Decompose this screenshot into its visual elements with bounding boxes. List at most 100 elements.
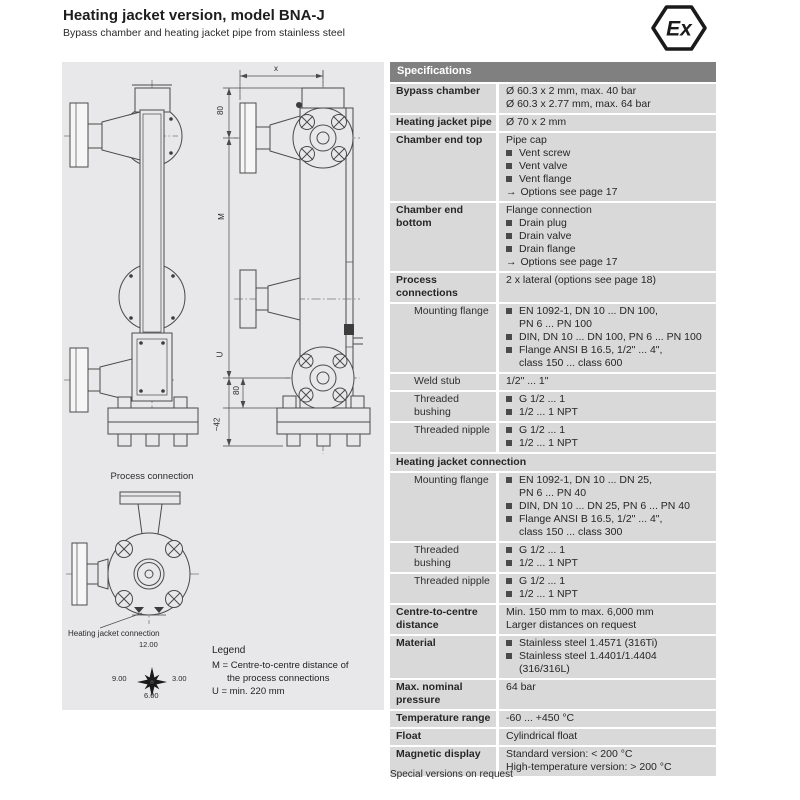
spec-value-line: 2 x lateral (options see page 18) xyxy=(506,274,712,287)
legend-line-m2: the process connections xyxy=(227,673,330,684)
dim-80-top-label: 80 xyxy=(215,106,225,115)
spec-value-line: Drain plug xyxy=(506,217,712,230)
clock-9-label: 9.00 xyxy=(112,674,127,683)
value-text: (316/316L) xyxy=(519,663,570,675)
value-text: Standard version: < 200 °C xyxy=(506,748,633,760)
bullet-icon xyxy=(506,176,512,182)
spec-value-line: Standard version: < 200 °C xyxy=(506,748,712,761)
value-text: Drain valve xyxy=(519,230,572,242)
spec-value-line: DIN, DN 10 ... DN 100, PN 6 ... PN 100 xyxy=(506,331,712,344)
value-text: PN 6 ... PN 40 xyxy=(519,487,587,499)
value-text: Ø 60.3 x 2 mm, max. 40 bar xyxy=(506,85,637,97)
spec-section-label: Heating jacket connection xyxy=(390,454,716,471)
spec-row-label: Float xyxy=(390,729,496,745)
dim-x-label: x xyxy=(274,64,278,73)
value-text: Vent screw xyxy=(519,147,571,159)
value-text: G 1/2 ... 1 xyxy=(519,393,566,405)
spec-value-line: (316/316L) xyxy=(506,663,712,676)
top-view-drawing xyxy=(66,491,200,629)
value-text: Pipe cap xyxy=(506,134,547,146)
value-text: Flange ANSI B 16.5, 1/2" ... 4", xyxy=(519,344,663,356)
value-text: Vent valve xyxy=(519,160,568,172)
value-text: Options see page 17 xyxy=(520,186,618,198)
drawing-panel: x 80 M U 80 ~42 Process connection Heati… xyxy=(62,62,384,710)
spec-row-label: Chamber end top xyxy=(390,133,496,201)
clock-12-label: 12.00 xyxy=(139,640,158,649)
value-text: EN 1092-1, DN 10 ... DN 25, xyxy=(519,474,653,486)
legend-line-u: U = min. 220 mm xyxy=(212,686,285,697)
value-text: 2 x lateral (options see page 18) xyxy=(506,274,657,286)
spec-value-line: class 150 ... class 300 xyxy=(506,526,712,539)
bullet-icon xyxy=(506,440,512,446)
spec-value-line: Flange ANSI B 16.5, 1/2" ... 4", xyxy=(506,513,712,526)
value-text: -60 ... +450 °C xyxy=(506,712,575,724)
heating-jacket-connection-label: Heating jacket connection xyxy=(68,629,160,638)
spec-value-line: DIN, DN 10 ... DN 25, PN 6 ... PN 40 xyxy=(506,500,712,513)
bullet-icon xyxy=(506,547,512,553)
value-text: PN 6 ... PN 100 xyxy=(519,318,592,330)
value-text: Stainless steel 1.4571 (316Ti) xyxy=(519,637,658,649)
spec-value-line: 1/2 ... 1 NPT xyxy=(506,557,712,570)
spec-value-line: G 1/2 ... 1 xyxy=(506,575,712,588)
value-text: Drain flange xyxy=(519,243,576,255)
spec-value-line: Ø 60.3 x 2.77 mm, max. 64 bar xyxy=(506,98,712,111)
spec-value-line: Vent flange xyxy=(506,173,712,186)
value-text: Options see page 17 xyxy=(520,256,618,268)
legend: Legend M = Centre-to-centre distance of … xyxy=(212,644,380,698)
value-text: class 150 ... class 300 xyxy=(519,526,623,538)
spec-value-line: class 150 ... class 600 xyxy=(506,357,712,370)
spec-value-line: EN 1092-1, DN 10 ... DN 100, xyxy=(506,305,712,318)
bullet-icon xyxy=(506,409,512,415)
spec-value-line: Ø 70 x 2 mm xyxy=(506,116,712,129)
spec-row-value: Cylindrical float xyxy=(499,729,716,745)
spec-row-label: Mounting flange xyxy=(390,473,496,541)
spec-value-line: EN 1092-1, DN 10 ... DN 25, xyxy=(506,474,712,487)
ex-atex-icon: Ex xyxy=(651,5,707,51)
value-text: Ø 60.3 x 2.77 mm, max. 64 bar xyxy=(506,98,651,110)
spec-value-line: G 1/2 ... 1 xyxy=(506,424,712,437)
value-text: DIN, DN 10 ... DN 100, PN 6 ... PN 100 xyxy=(519,331,702,343)
spec-row-label: Threaded bushing xyxy=(390,543,496,572)
technical-drawing xyxy=(64,70,371,697)
spec-row-label: Chamber end bottom xyxy=(390,203,496,271)
legend-title: Legend xyxy=(212,645,246,656)
spec-value-line: Larger distances on request xyxy=(506,619,712,632)
spec-row-value: EN 1092-1, DN 10 ... DN 25,PN 6 ... PN 4… xyxy=(499,473,716,541)
spec-row-label: Threaded nipple xyxy=(390,423,496,452)
spec-row-label: Temperature range xyxy=(390,711,496,727)
spec-row-value: EN 1092-1, DN 10 ... DN 100,PN 6 ... PN … xyxy=(499,304,716,372)
value-text: Vent flange xyxy=(519,173,572,185)
spec-value-line: G 1/2 ... 1 xyxy=(506,544,712,557)
dim-u-label: U xyxy=(215,351,225,358)
arrow-icon: → xyxy=(506,256,517,268)
spec-value-line: 1/2" ... 1" xyxy=(506,375,712,388)
spec-value-line: Ø 60.3 x 2 mm, max. 40 bar xyxy=(506,85,712,98)
spec-row-label: Max. nominal pressure xyxy=(390,680,496,709)
side-view-drawing xyxy=(234,70,371,454)
spec-row-label: Centre-to-centre distance xyxy=(390,605,496,634)
value-text: Flange ANSI B 16.5, 1/2" ... 4", xyxy=(519,513,663,525)
value-text: 64 bar xyxy=(506,681,536,693)
value-text: Flange connection xyxy=(506,204,592,216)
value-text: DIN, DN 10 ... DN 25, PN 6 ... PN 40 xyxy=(519,500,690,512)
value-text: G 1/2 ... 1 xyxy=(519,544,566,556)
bullet-icon xyxy=(506,220,512,226)
spec-row-label: Process connections xyxy=(390,273,496,302)
bullet-icon xyxy=(506,560,512,566)
spec-value-line: Pipe cap xyxy=(506,134,712,147)
spec-row-value: 1/2" ... 1" xyxy=(499,374,716,390)
bullet-icon xyxy=(506,477,512,483)
spec-row: Max. nominal pressure 64 bar xyxy=(390,680,716,709)
spec-row-label: Mounting flange xyxy=(390,304,496,372)
legend-line-m: M = Centre-to-centre distance of xyxy=(212,660,349,671)
spec-value-line: Min. 150 mm to max. 6,000 mm xyxy=(506,606,712,619)
bullet-icon xyxy=(506,150,512,156)
